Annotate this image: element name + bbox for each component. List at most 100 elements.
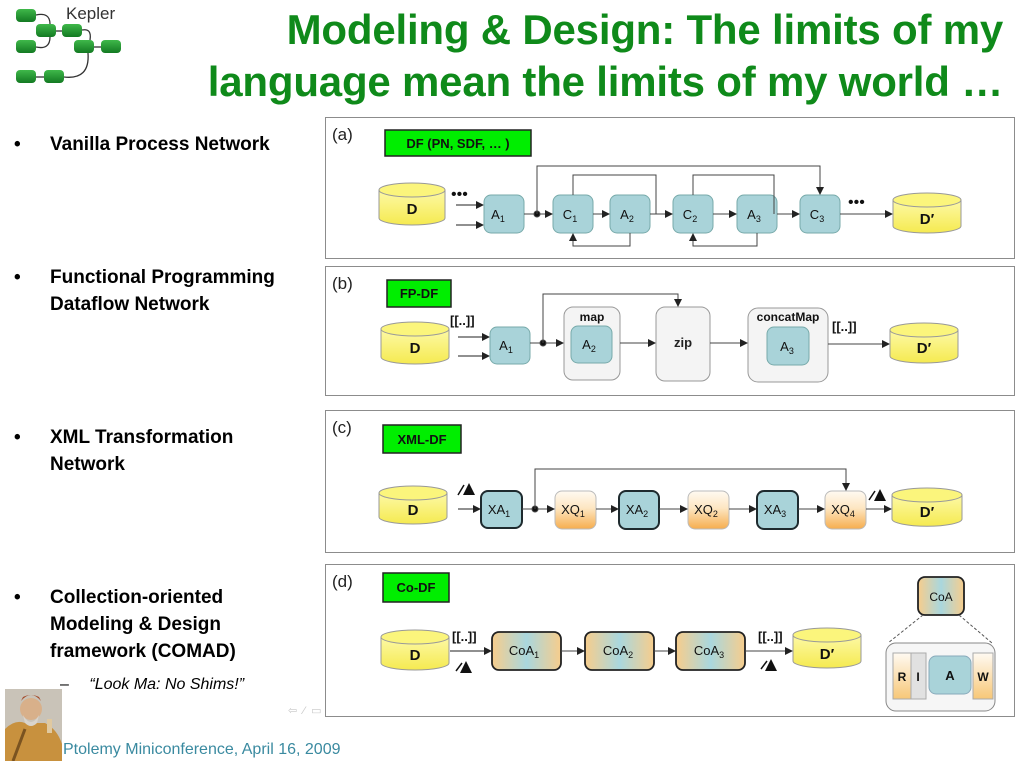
svg-text:A2: A2 <box>620 207 634 224</box>
sub-bullet-text: “Look Ma: No Shims!” <box>89 676 245 693</box>
coa-detail: CoA R I A W <box>885 576 996 712</box>
zip-actor[interactable]: zip <box>655 306 711 382</box>
svg-text:XML-DF: XML-DF <box>397 432 446 447</box>
svg-text:A2: A2 <box>582 337 596 354</box>
actor-a1[interactable]: A1 <box>489 326 531 365</box>
collection-actor-coa2[interactable]: CoA2 <box>584 631 655 671</box>
actor-a3[interactable]: A3 <box>736 194 778 234</box>
svg-text:R: R <box>898 670 907 684</box>
svg-text:D′: D′ <box>917 340 932 357</box>
actor-part <box>928 655 972 695</box>
panel-tag: (d) <box>332 572 353 591</box>
xml-token-icon <box>455 661 472 673</box>
svg-text:CoA2: CoA2 <box>603 643 633 660</box>
bullet-dot: • <box>14 427 21 448</box>
svg-text:C1: C1 <box>563 207 577 224</box>
panel-tag: (a) <box>332 125 353 144</box>
svg-text:D: D <box>410 647 421 664</box>
concatmap-wrapper[interactable]: concatMap A3 <box>747 307 829 383</box>
sink-db-d-prime: D′ <box>892 192 962 234</box>
svg-text:D′: D′ <box>820 646 835 663</box>
xml-token-icon <box>760 659 777 671</box>
svg-text:CoA1: CoA1 <box>509 643 539 660</box>
svg-text:FP-DF: FP-DF <box>400 286 438 301</box>
svg-text:XA1: XA1 <box>488 502 510 519</box>
actor-c1[interactable]: C1 <box>552 194 594 234</box>
svg-text:CoA3: CoA3 <box>694 643 724 660</box>
xml-token-icon <box>868 489 886 501</box>
svg-text:W: W <box>977 670 989 684</box>
panel-b-fp-dataflow: (b) FP-DF D [[..]] A1 map A2 zip concatM… <box>325 266 1015 396</box>
kepler-workflow-logo-icon: Kepler <box>16 4 121 83</box>
svg-text:I: I <box>916 670 919 684</box>
sink-db-d-prime: D′ <box>891 487 963 527</box>
svg-text:D: D <box>410 340 421 357</box>
actor-a2[interactable]: A2 <box>609 194 651 234</box>
coa-top-label: CoA <box>929 590 952 604</box>
panel-tag: (c) <box>332 418 352 437</box>
connections <box>530 293 890 348</box>
svg-text:XQ1: XQ1 <box>561 502 585 519</box>
kepler-logo-text: Kepler <box>66 4 115 23</box>
nested-list-token: [[..]] <box>758 629 783 644</box>
svg-text:D′: D′ <box>920 504 935 521</box>
coa-top-actor <box>917 576 965 616</box>
svg-text:D: D <box>408 502 419 519</box>
xquery-xq4[interactable]: XQ4 <box>824 490 867 530</box>
panel-c-xml-dataflow: (c) XML-DF D XA1 XQ1 XA2 XQ2 XA3 XQ4 <box>325 410 1015 553</box>
bullet-dot: • <box>14 267 21 288</box>
svg-text:C3: C3 <box>810 207 824 224</box>
svg-text:Co-DF: Co-DF <box>397 580 436 595</box>
svg-text:C2: C2 <box>683 207 697 224</box>
prev-slide-icon[interactable]: ⇦ <box>288 705 304 717</box>
model-label-badge: XML-DF <box>382 424 462 454</box>
connections <box>522 468 892 513</box>
xml-actor-xa2[interactable]: XA2 <box>618 490 660 530</box>
sink-db-d-prime: D′ <box>889 322 959 364</box>
kepler-logo: Kepler <box>10 0 130 90</box>
svg-text:A3: A3 <box>780 339 794 356</box>
pen-icon[interactable]: ⁄ <box>303 705 312 717</box>
slide-title: Modeling & Design: The limits of my lang… <box>103 4 1003 108</box>
bullet-text: Vanilla Process Network <box>50 134 270 155</box>
model-label-badge: FP-DF <box>386 279 452 308</box>
ellipsis-dots: ••• <box>848 194 865 211</box>
map-wrapper[interactable]: map A2 <box>563 306 621 381</box>
write-part <box>972 652 994 700</box>
sub-bullet-dash: – <box>60 676 69 693</box>
nested-list-token: [[..]] <box>450 313 475 328</box>
svg-text:zip: zip <box>674 335 692 350</box>
nested-list-token: [[..]] <box>452 629 477 644</box>
sink-db-d-prime: D′ <box>792 627 862 669</box>
actor-c2[interactable]: C2 <box>672 194 714 234</box>
source-db-d: D <box>378 182 446 226</box>
bullet-dot: • <box>14 587 21 608</box>
sub-bullet-no-shims: – “Look Ma: No Shims!” <box>60 676 244 694</box>
svg-text:D: D <box>407 201 418 218</box>
source-db-d: D <box>380 629 450 671</box>
svg-text:XA3: XA3 <box>764 502 786 519</box>
xquery-xq2[interactable]: XQ2 <box>687 490 730 530</box>
footer-text: Ptolemy Miniconference, April 16, 2009 <box>63 741 341 758</box>
svg-text:map: map <box>580 310 605 324</box>
collection-actor-coa1[interactable]: CoA1 <box>491 631 562 671</box>
nested-list-token: [[..]] <box>832 319 857 334</box>
actor-a1[interactable]: A1 <box>483 194 525 234</box>
iterate-part <box>910 652 927 700</box>
model-label-badge: Co-DF <box>382 572 450 603</box>
model-label-badge: DF (PN, SDF, … ) <box>384 129 532 157</box>
ellipsis-dots: ••• <box>451 186 468 203</box>
collection-actor-coa3[interactable]: CoA3 <box>675 631 746 671</box>
svg-text:XA2: XA2 <box>626 502 648 519</box>
xquery-xq1[interactable]: XQ1 <box>554 490 597 530</box>
svg-text:XQ4: XQ4 <box>831 502 855 519</box>
slide-title-line-1: Modeling & Design: The limits of my <box>286 6 1004 53</box>
slide-menu-icon[interactable]: ▭ <box>311 705 328 717</box>
xml-actor-xa1[interactable]: XA1 <box>480 490 523 529</box>
source-db-d: D <box>378 485 448 525</box>
svg-text:D′: D′ <box>920 211 935 228</box>
actor-c3[interactable]: C3 <box>799 194 841 234</box>
xml-actor-xa3[interactable]: XA3 <box>756 490 799 530</box>
